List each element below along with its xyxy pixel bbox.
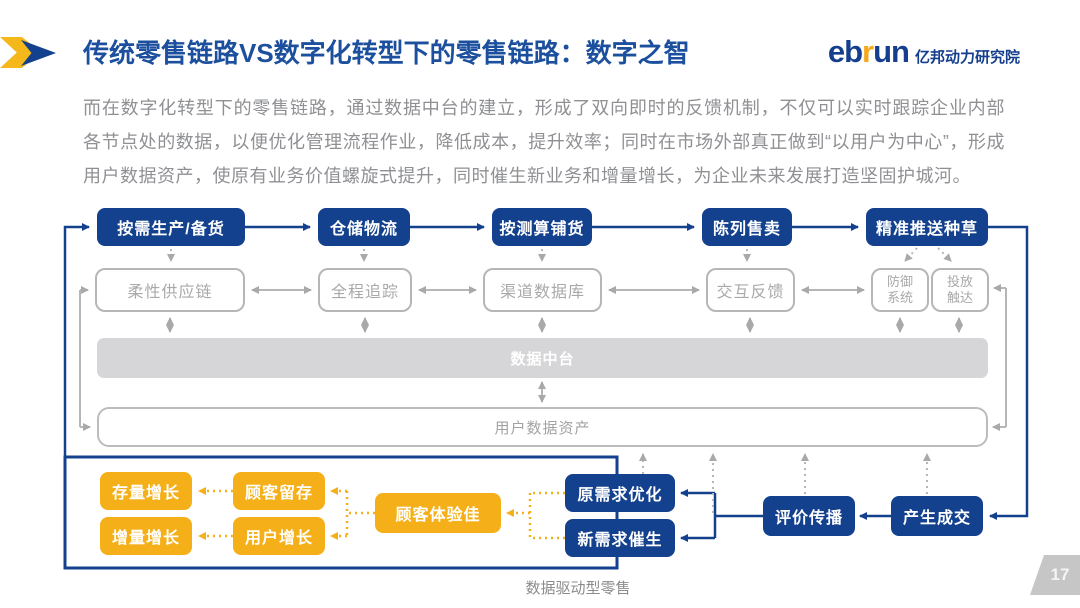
spread-box-review-spread: 评价传播 [763, 496, 855, 536]
ebrun-logo: ebrun 亿邦动力研究院 [828, 36, 1020, 67]
zone-label: 数据驱动型零售 [525, 580, 631, 597]
page-title: 传统零售链路VS数字化转型下的零售链路：数字之智 [83, 38, 690, 68]
ebrun-logo-wordmark: ebrun [827, 34, 910, 69]
system-box-interaction-feedback: 交互反馈 [706, 268, 795, 312]
ebrun-logo-cn-name: 亿邦动力研究院 [914, 49, 1020, 66]
user-data-assets-bar: 用户数据资产 [97, 407, 988, 447]
demand-box-new-generated: 新需求催生 [565, 519, 675, 557]
flow-box-calculated-distribution: 按测算铺货 [492, 208, 592, 246]
logo-letter-r: r [862, 34, 874, 69]
system-box-full-tracking: 全程追踪 [318, 268, 412, 312]
dotted-feedback-arrows [167, 247, 952, 513]
system-box-channel-database: 渠道数据库 [483, 268, 602, 312]
growth-dotted-arrows [198, 487, 565, 540]
growth-box-user-growth: 用户增长 [233, 517, 325, 555]
system-link-arrows [79, 284, 1007, 431]
flow-arrows [63, 223, 1029, 542]
growth-box-customer-retention: 顾客留存 [233, 472, 325, 510]
intro-paragraph: 而在数字化转型下的零售链路，通过数据中台的建立，形成了双向即时的反馈机制，不仅可… [83, 98, 1005, 186]
data-platform-bar: 数据中台 [97, 338, 988, 378]
flow-box-display-sales: 陈列售卖 [702, 208, 792, 246]
system-box-delivery-reach: 投放 触达 [931, 268, 989, 312]
flow-box-production: 按需生产/备货 [97, 208, 245, 246]
flow-box-warehouse-logistics: 仓储物流 [318, 208, 410, 246]
growth-box-incremental-growth: 增量增长 [100, 517, 192, 555]
data-driven-zone-frame [63, 455, 619, 570]
flow-box-precision-push: 精准推送种草 [866, 208, 988, 246]
demand-box-original-optimized: 原需求优化 [565, 474, 675, 512]
deal-box-transaction: 产生成交 [891, 496, 983, 536]
system-box-defense-system: 防御 系统 [871, 268, 929, 312]
growth-box-stock-growth: 存量增长 [100, 472, 192, 510]
system-box-flexible-supply-chain: 柔性供应链 [95, 268, 245, 312]
experience-box: 顾客体验佳 [375, 493, 501, 533]
